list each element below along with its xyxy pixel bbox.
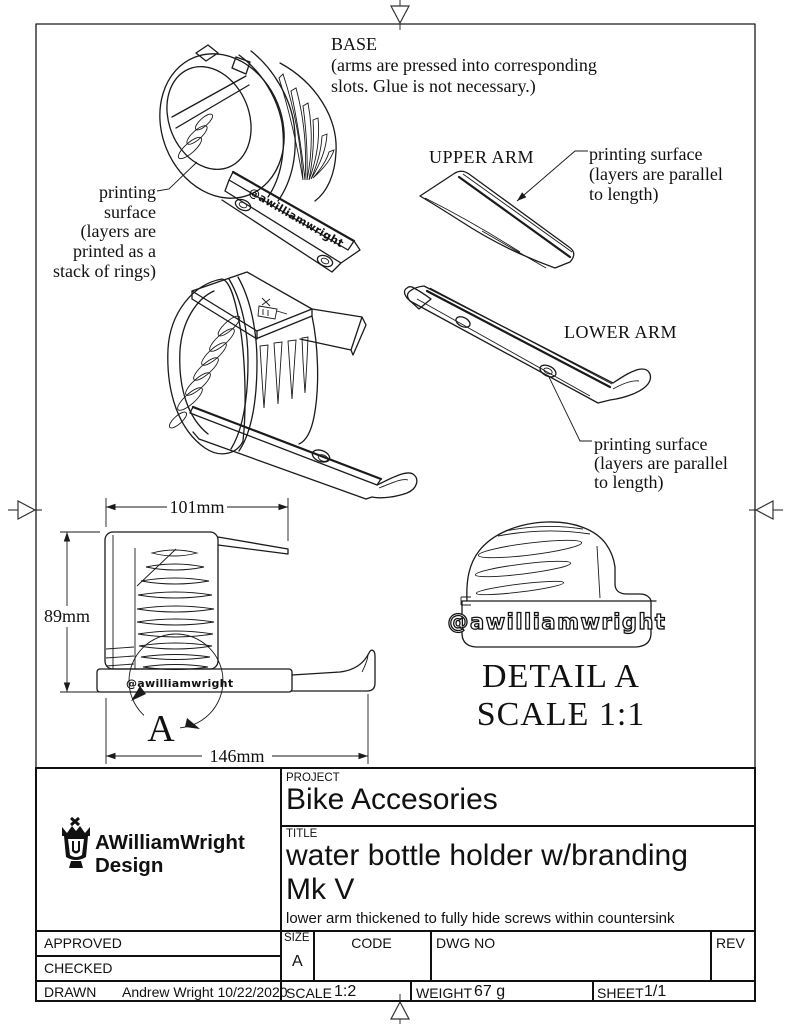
title-value-line1: water bottle holder w/branding <box>286 839 688 872</box>
size-value: A <box>292 953 303 970</box>
svg-text:printing surface: printing surface <box>594 434 707 454</box>
size-label: SIZE <box>284 932 310 944</box>
drawn-value: Andrew Wright 10/22/2020 <box>122 984 288 1000</box>
svg-text:(layers are parallel: (layers are parallel <box>589 164 723 185</box>
detail-title: DETAIL A <box>482 658 640 695</box>
svg-text:(layers are: (layers are <box>81 221 156 242</box>
base-note: BASE (arms are pressed into correspondin… <box>331 34 597 97</box>
upper-arm-note-leader <box>516 150 588 202</box>
title-value-line2: Mk V <box>286 873 355 906</box>
scale-value: 1:2 <box>334 983 357 1000</box>
ring-note-leader <box>156 161 198 192</box>
dim-overall-length: 146mm <box>209 746 264 766</box>
svg-text:stack of rings): stack of rings) <box>53 261 156 282</box>
centering-mark-bottom <box>390 994 410 1024</box>
rev-label: REV <box>716 935 745 951</box>
tb-divider <box>430 930 432 980</box>
drawn-label: DRAWN <box>44 984 97 1000</box>
front-branding-text: @awilliamwright <box>126 677 233 690</box>
tb-divider <box>37 955 280 957</box>
base-note-line1: BASE <box>331 34 377 54</box>
detail-a-view: @awilliamwright DETAIL A SCALE 1:1 <box>447 521 667 733</box>
lower-arm-printing-note: printing surface (layers are parallel to… <box>594 434 728 493</box>
tb-divider <box>37 930 754 932</box>
tb-divider <box>280 825 754 827</box>
detail-indicator: A <box>128 633 224 750</box>
project-label: PROJECT <box>286 772 340 784</box>
svg-text:surface: surface <box>104 202 156 222</box>
svg-text:printing surface: printing surface <box>589 144 702 164</box>
base-branding-text: @awilliamwright <box>247 185 346 250</box>
centering-mark-top <box>390 0 410 30</box>
svg-text:printing: printing <box>99 182 156 202</box>
company-lamp-logo-icon <box>62 817 90 868</box>
dwg-no-label: DWG NO <box>436 935 496 951</box>
lower-arm-note-leader <box>548 376 592 442</box>
lower-arm-label: LOWER ARM <box>564 322 677 342</box>
project-value: Bike Accesories <box>286 783 498 816</box>
company-name-line1: AWilliamWright <box>95 831 245 854</box>
scale-label: SCALE <box>286 985 332 1001</box>
company-name-line2: Design <box>95 854 164 877</box>
tb-divider <box>710 930 712 980</box>
centering-mark-left <box>8 500 42 520</box>
tb-divider <box>280 769 282 1000</box>
base-isometric-view: @awilliamwright <box>159 44 361 273</box>
ring-printing-note: printing surface (layers are printed as … <box>53 182 156 282</box>
lamp-emboss-icon <box>257 297 288 320</box>
title-value: water bottle holder w/branding Mk V <box>286 839 688 907</box>
front-view: @awilliamwright <box>96 531 376 693</box>
sheet-label: SHEET <box>597 985 644 1001</box>
tb-divider <box>592 980 594 1000</box>
lower-arm-view <box>403 285 652 404</box>
title-block: AWilliamWright Design PROJECT Bike Acces… <box>35 767 756 1002</box>
svg-text:to length): to length) <box>594 472 664 493</box>
upper-arm-printing-note: printing surface (layers are parallel to… <box>589 144 723 205</box>
svg-text:to length): to length) <box>589 184 659 205</box>
dimension-89: 89mm <box>40 531 100 693</box>
detail-marker-label: A <box>147 708 175 750</box>
weight-label: WEIGHT <box>416 985 472 1001</box>
upper-arm-view <box>419 170 575 269</box>
weight-value: 67 g <box>474 983 506 1000</box>
svg-text:(layers are parallel: (layers are parallel <box>594 453 728 474</box>
dim-height: 89mm <box>44 606 90 626</box>
base-note-line2: (arms are pressed into corresponding <box>331 55 597 76</box>
tb-divider <box>313 930 315 980</box>
company-name: AWilliamWright Design <box>95 831 245 877</box>
svg-text:printed as a: printed as a <box>73 241 156 261</box>
assembled-view <box>167 271 418 500</box>
tb-divider <box>410 980 412 1000</box>
approved-label: APPROVED <box>44 935 122 951</box>
detail-branding-text: @awilliamwright <box>448 610 667 634</box>
dimension-101: 101mm <box>105 497 289 541</box>
dim-width-top: 101mm <box>169 497 224 517</box>
tb-divider <box>37 980 754 982</box>
code-label: CODE <box>351 935 392 951</box>
title-note: lower arm thickened to fully hide screws… <box>286 910 675 927</box>
sheet-value: 1/1 <box>644 983 667 1000</box>
detail-scale: SCALE 1:1 <box>477 696 646 733</box>
checked-label: CHECKED <box>44 960 113 976</box>
base-note-line3: slots. Glue is not necessary.) <box>331 76 536 97</box>
dimension-146: 146mm <box>105 694 369 766</box>
upper-arm-label: UPPER ARM <box>429 147 534 167</box>
title-label: TITLE <box>286 828 318 840</box>
centering-mark-right <box>749 500 783 520</box>
